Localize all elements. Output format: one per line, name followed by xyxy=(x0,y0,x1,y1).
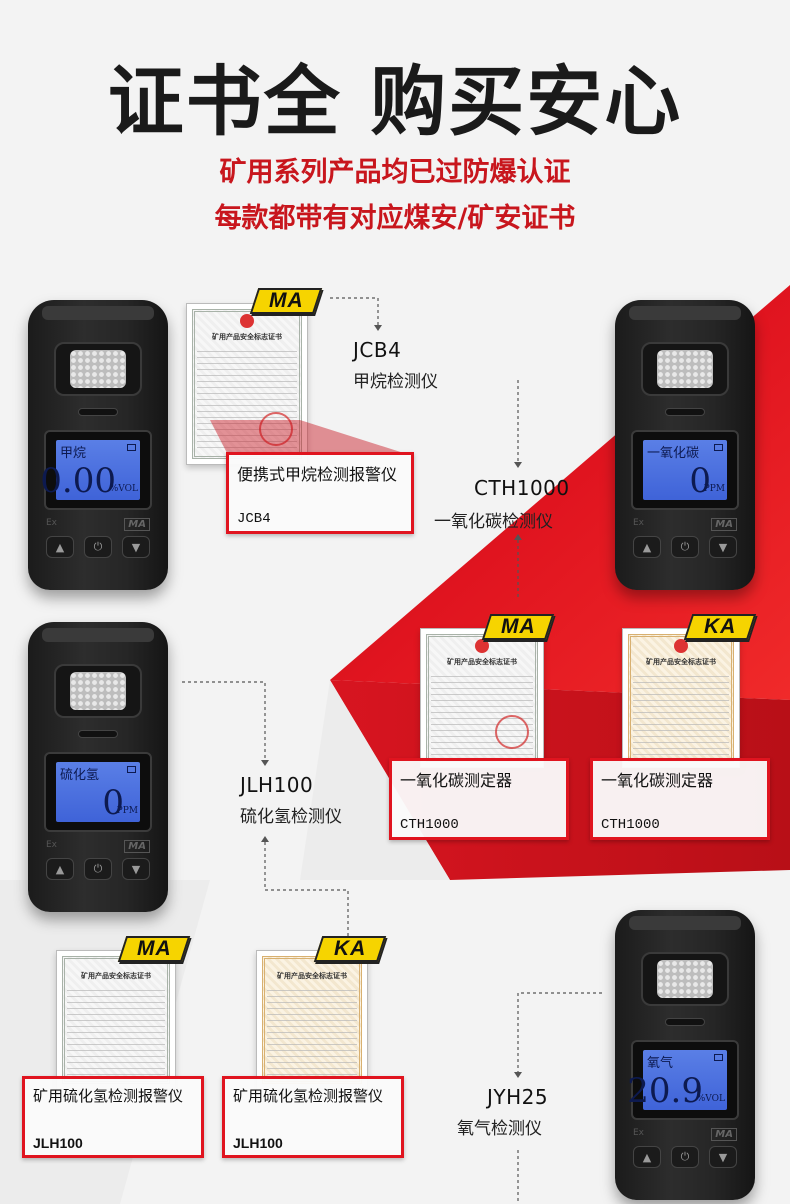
subtitle-line-2: 每款都带有对应煤安/矿安证书 xyxy=(214,203,576,234)
certificate-jlh100-ma: 矿用产品安全标志证书 xyxy=(56,950,176,1090)
speaker-grille xyxy=(54,342,142,396)
ka-badge: KA xyxy=(313,936,387,962)
device-methane: 甲烷 0.00 %VOL Ex MA ▲ ⏻ ▼ xyxy=(28,300,168,590)
certificate-jlh100-ka: 矿用产品安全标志证书 xyxy=(256,950,368,1090)
certificate-title: 矿用产品安全标志证书 xyxy=(277,972,347,980)
down-arrow-icon: ▼ xyxy=(709,1146,737,1168)
national-emblem-icon xyxy=(674,639,688,653)
screen-unit: %VOL xyxy=(696,1094,725,1104)
screen-unit: PPM xyxy=(116,806,138,816)
zoom-callout-cth1000-ma: 一氧化碳测定器 CTH1000 xyxy=(389,758,569,840)
page-title: 证书全 购买安心 xyxy=(107,57,683,146)
zoom-product-name: 一氧化碳测定器 xyxy=(400,771,513,790)
model-jlh100: JLH100 xyxy=(240,773,314,797)
device-carbon-monoxide: 一氧化碳 0 PPM Ex MA ▲ ⏻ ▼ xyxy=(615,300,755,590)
up-arrow-icon: ▲ xyxy=(46,858,74,880)
ma-badge: MA xyxy=(481,614,555,640)
down-arrow-icon: ▼ xyxy=(709,536,737,558)
speaker-grille xyxy=(641,342,729,396)
device-screen: 甲烷 0.00 %VOL xyxy=(40,430,152,510)
desc-jlh100: 硫化氢检测仪 xyxy=(240,807,342,827)
device-screen: 氧气 20.9 %VOL xyxy=(627,1040,739,1120)
connector-jyh-top xyxy=(517,992,602,1072)
screen-gas-label: 一氧化碳 xyxy=(647,446,700,461)
certificate-title: 矿用产品安全标志证书 xyxy=(212,333,282,341)
national-emblem-icon xyxy=(475,639,489,653)
screen-reading: 0.00 xyxy=(40,461,116,501)
zoom-callout-cth1000-ka: 一氧化碳测定器 CTH1000 xyxy=(590,758,770,840)
down-arrow-icon: ▼ xyxy=(122,858,150,880)
ex-mark: Ex xyxy=(46,518,58,528)
certificate-jcb4: 矿用产品安全标志证书 xyxy=(186,303,308,465)
screen-reading: 0 xyxy=(689,461,711,501)
zoom-product-code: JLH100 xyxy=(233,1135,283,1151)
ma-mark: MA xyxy=(711,1128,737,1141)
battery-icon xyxy=(127,444,136,451)
power-icon: ⏻ xyxy=(84,536,112,558)
device-screen: 硫化氢 0 PPM xyxy=(44,752,152,832)
certificate-title: 矿用产品安全标志证书 xyxy=(447,658,517,666)
zoom-product-name: 便携式甲烷检测报警仪 xyxy=(237,465,398,484)
desc-jcb4: 甲烷检测仪 xyxy=(353,372,438,392)
up-arrow-icon: ▲ xyxy=(633,1146,661,1168)
connector-jcb4 xyxy=(330,297,379,325)
screen-gas-label: 硫化氢 xyxy=(60,768,100,783)
up-arrow-icon: ▲ xyxy=(633,536,661,558)
model-jcb4: JCB4 xyxy=(353,338,402,362)
screen-reading: 20.9 xyxy=(627,1071,703,1111)
ex-mark: Ex xyxy=(46,840,58,850)
zoom-product-code: CTH1000 xyxy=(601,817,660,833)
battery-icon xyxy=(714,444,723,451)
ex-mark: Ex xyxy=(633,1128,645,1138)
zoom-product-code: CTH1000 xyxy=(400,817,459,833)
ma-badge: MA xyxy=(117,936,191,962)
zoom-product-code: JCB4 xyxy=(237,511,271,527)
red-stamp-icon xyxy=(495,715,529,749)
ma-mark: MA xyxy=(124,840,150,853)
red-stamp-icon xyxy=(259,412,293,446)
national-emblem-icon xyxy=(240,314,254,328)
certificate-cth1000-ka: 矿用产品安全标志证书 xyxy=(622,628,740,768)
certificate-title: 矿用产品安全标志证书 xyxy=(646,658,716,666)
zoom-callout-jlh100-ka: 矿用硫化氢检测报警仪 JLH100 xyxy=(222,1076,404,1158)
ka-badge: KA xyxy=(683,614,757,640)
certificate-title: 矿用产品安全标志证书 xyxy=(81,972,151,980)
battery-icon xyxy=(127,766,136,773)
screen-gas-label: 甲烷 xyxy=(60,446,87,461)
ex-mark: Ex xyxy=(633,518,645,528)
model-jyh25: JYH25 xyxy=(487,1085,549,1109)
power-icon: ⏻ xyxy=(671,1146,699,1168)
zoom-product-name: 一氧化碳测定器 xyxy=(601,771,714,790)
ma-badge: MA xyxy=(249,288,323,314)
down-arrow-icon: ▼ xyxy=(122,536,150,558)
ma-mark: MA xyxy=(124,518,150,531)
desc-cth1000: 一氧化碳检测仪 xyxy=(434,512,553,532)
zoom-product-code: JLH100 xyxy=(33,1135,83,1151)
zoom-product-name: 矿用硫化氢检测报警仪 xyxy=(33,1087,184,1105)
screen-gas-label: 氧气 xyxy=(647,1056,674,1071)
speaker-grille xyxy=(641,952,729,1006)
screen-unit: PPM xyxy=(703,484,725,494)
battery-icon xyxy=(714,1054,723,1061)
power-icon: ⏻ xyxy=(671,536,699,558)
certificate-cth1000-ma: 矿用产品安全标志证书 xyxy=(420,628,544,768)
screen-unit: %VOL xyxy=(109,484,138,494)
desc-jyh25: 氧气检测仪 xyxy=(457,1119,542,1139)
power-icon: ⏻ xyxy=(84,858,112,880)
device-hydrogen-sulfide: 硫化氢 0 PPM Ex MA ▲ ⏻ ▼ xyxy=(28,622,168,912)
up-arrow-icon: ▲ xyxy=(46,536,74,558)
device-screen: 一氧化碳 0 PPM xyxy=(631,430,739,510)
ma-mark: MA xyxy=(711,518,737,531)
device-oxygen: 氧气 20.9 %VOL Ex MA ▲ ⏻ ▼ xyxy=(615,910,755,1200)
screen-reading: 0 xyxy=(102,783,124,823)
model-cth1000: CTH1000 xyxy=(474,476,570,500)
subtitle-line-1: 矿用系列产品均已过防爆认证 xyxy=(219,157,571,188)
connector-jlh-bottom xyxy=(264,842,349,950)
zoom-callout-jlh100-ma: 矿用硫化氢检测报警仪 JLH100 xyxy=(22,1076,204,1158)
zoom-product-name: 矿用硫化氢检测报警仪 xyxy=(233,1087,384,1105)
connector-jlh-top xyxy=(182,681,266,760)
speaker-grille xyxy=(54,664,142,718)
zoom-callout-jcb4: 便携式甲烷检测报警仪 JCB4 xyxy=(226,452,414,534)
